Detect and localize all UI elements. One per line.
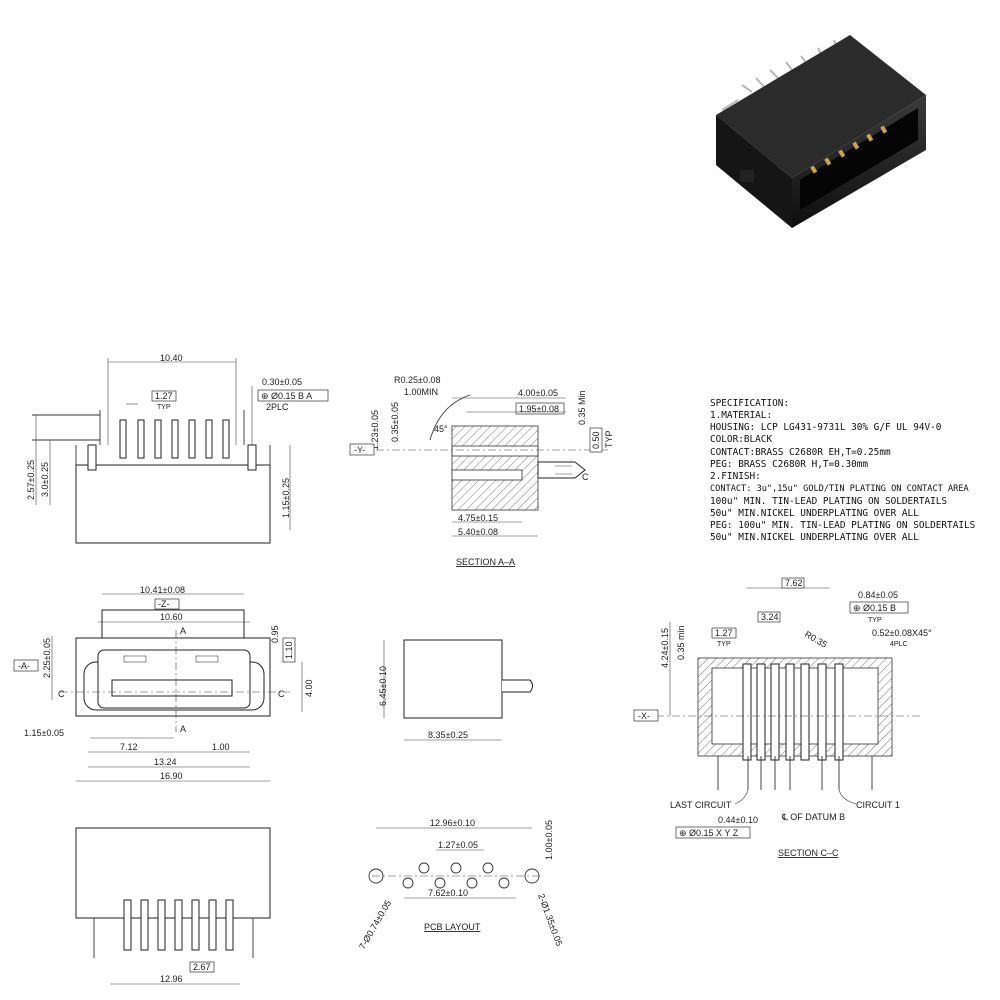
aa-d3: 0.35 Min	[577, 390, 587, 425]
cc-p2: 3.24	[761, 612, 779, 622]
bottom-p: 2.67	[193, 962, 211, 972]
plan-r1: 0.95	[270, 625, 280, 643]
spec-line-6: PEG: BRASS C2680R H,T=0.30mm	[710, 459, 868, 470]
spec-line-12: 50u" MIN.NICKEL UNDERPLATING OVER ALL	[710, 532, 919, 543]
side-h: 6.45±0.10	[378, 666, 388, 706]
aa-v1: 1.23±0.05	[370, 410, 380, 450]
spec-line-8: CONTACT: 3u",15u" GOLD/TIN PLATING ON CO…	[710, 484, 970, 494]
front-pitch-note: TYP	[157, 404, 171, 411]
plan-left: 1.15±0.05	[24, 728, 64, 738]
front-view: 10.40 1.27 TYP 0.30±0.05 ⊕ Ø0.15 B A 2PL…	[26, 353, 329, 544]
plan-d2: 1.00	[212, 742, 230, 752]
cc-d: 0.44±0.10	[718, 815, 758, 825]
bottom-w: 12.96	[160, 974, 183, 984]
cc-radius: R0.35	[803, 629, 829, 650]
aa-d2: 1.95±0.08	[519, 404, 559, 414]
plan-w: 10.60	[160, 612, 183, 622]
front-h3: 1.15±0.25	[281, 478, 291, 518]
aa-b1: 4.75±0.15	[458, 513, 498, 523]
pcb-v: 1.00±0.05	[544, 820, 554, 860]
plan-a-top: A	[180, 626, 186, 636]
side-w: 8.35±0.25	[428, 730, 468, 740]
front-h1: 2.57±0.25	[26, 460, 36, 500]
aa-caption: SECTION A–A	[456, 557, 515, 567]
cc-fcf: ⊕ Ø0.15 B	[853, 603, 896, 613]
pcb-h1: 7-Ø0.74±0.05	[357, 898, 393, 951]
plan-c-left: C	[58, 689, 65, 699]
pcb-w: 12.96±0.10	[430, 818, 475, 828]
spec-line-9: 100u" MIN. TIN-LEAD PLATING ON SOLDERTAI…	[710, 496, 947, 507]
cc-last: LAST CIRCUIT	[670, 800, 732, 810]
front-fcf: ⊕ Ø0.15 B A	[261, 391, 312, 401]
bottom-view: 2.67 12.96	[75, 827, 271, 985]
aa-radius: R0.25±0.08	[394, 375, 440, 385]
plan-datum-a: -A-	[18, 661, 30, 671]
plan-d4: 16.90	[160, 771, 183, 781]
plan-c-right: C	[278, 689, 285, 699]
cc-fcf2: ⊕ Ø0.15 X Y Z	[679, 828, 739, 838]
plan-r3: 4.00	[304, 679, 314, 697]
aa-datum-y: -Y-	[354, 445, 365, 455]
cc-datum-x: -X-	[638, 711, 650, 721]
pcb-p: 1.27±0.05	[438, 840, 478, 850]
pcb-s: 7.62±0.10	[428, 888, 468, 898]
cc-datum: ℄ OF DATUM B	[781, 812, 845, 822]
plan-a-bottom: A	[180, 724, 186, 734]
spec-line-2: 1.MATERIAL:	[710, 410, 772, 421]
front-plc: 2PLC	[266, 402, 289, 412]
aa-b2: 5.40±0.08	[458, 527, 498, 537]
cc-caption: SECTION C–C	[778, 848, 839, 858]
plan-top: 10.41±0.08	[140, 585, 185, 595]
connector-photo	[716, 35, 926, 228]
front-width: 10.40	[160, 353, 183, 363]
spec-line-10: 50u" MIN.NICKEL UNDERPLATING OVER ALL	[710, 508, 919, 519]
cc-plc: 4PLC	[890, 641, 908, 648]
spec-line-5: CONTACT:BRASS C2680R EH,T=0.25mm	[710, 447, 891, 458]
plan-d3: 13.24	[154, 757, 177, 767]
plan-d1: 7.12	[120, 742, 138, 752]
aa-typ: TYP	[604, 430, 614, 448]
cc-m: 0.35 min	[676, 625, 686, 660]
spec-line-4: COLOR:BLACK	[710, 434, 772, 445]
pcb-h2: 2-Ø1.35±0.05	[536, 892, 564, 947]
aa-angle: 45°	[434, 424, 448, 434]
cc-peg: 0.84±0.05	[858, 590, 898, 600]
plan-view: 10.41±0.08 -Z- 10.60 A A 2.25±0.05 0.95 …	[13, 585, 314, 782]
aa-min: 1.00MIN	[404, 387, 438, 397]
spec-line-1: SPECIFICATION:	[710, 398, 789, 409]
pcb-layout: 12.96±0.10 1.27±0.05 7.62±0.10 1.00±0.05…	[357, 818, 564, 951]
aa-c: C	[582, 472, 589, 482]
cc-chamfer: 0.52±0.08X45°	[872, 628, 932, 638]
front-pitch: 1.27	[155, 391, 173, 401]
aa-d1: 4.00±0.05	[518, 388, 558, 398]
front-h2: 3.0±0.25	[40, 462, 50, 497]
section-c-c: 7.62 3.24 1.27 TYP R0.35 0.84±0.05 ⊕ Ø0.…	[633, 577, 932, 858]
front-peg-thickness: 0.30±0.05	[262, 377, 302, 387]
specification-block: SPECIFICATION: 1.MATERIAL: HOUSING: LCP …	[710, 398, 976, 543]
aa-v2: 0.35±0.05	[390, 402, 400, 442]
plan-datum-z: -Z-	[158, 599, 170, 609]
cc-typ2: TYP	[868, 617, 882, 624]
cc-p: 7.62	[785, 578, 803, 588]
aa-t: 0.50	[591, 431, 601, 449]
side-view: 6.45±0.10 8.35±0.25	[378, 639, 533, 741]
spec-line-3: HOUSING: LCP LG431-9731L 30% G/F UL 94V-…	[710, 422, 942, 433]
cc-typ: TYP	[717, 641, 731, 648]
pcb-caption: PCB LAYOUT	[424, 922, 481, 932]
spec-line-11: PEG: 100u" MIN. TIN-LEAD PLATING ON SOLD…	[710, 520, 976, 531]
spec-line-7: 2.FINISH:	[710, 471, 761, 482]
section-a-a: R0.25±0.08 1.00MIN 4.00±0.05 1.95±0.08 0…	[349, 375, 614, 567]
cc-pitch: 1.27	[715, 628, 733, 638]
plan-r2: 1.10	[284, 641, 294, 659]
plan-h: 2.25±0.05	[42, 638, 52, 678]
cc-first: CIRCUIT 1	[856, 800, 900, 810]
cc-h: 4.24±0.15	[660, 628, 670, 668]
